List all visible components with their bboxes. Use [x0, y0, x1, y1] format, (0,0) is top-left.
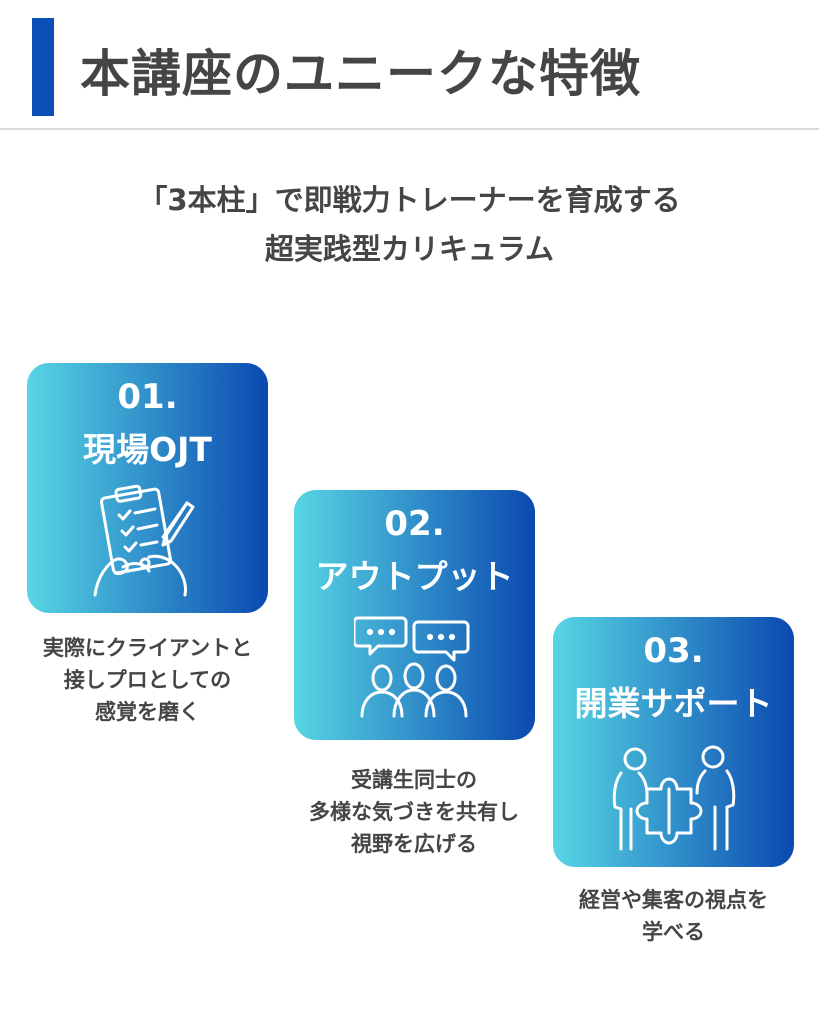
feature-title: 開業サポート: [574, 684, 773, 723]
description-line: 実際にクライアントと: [42, 636, 253, 660]
feature-number: 01.: [117, 377, 178, 417]
feature-title: アウトプット: [315, 557, 514, 596]
clipboard-checklist-icon: [93, 484, 195, 597]
feature-description-business-support: 経営や集客の視点を 学べる: [553, 884, 794, 948]
header-divider: [0, 128, 819, 130]
description-line: 接しプロとしての: [63, 668, 232, 692]
puzzle-teamwork-icon: [612, 745, 736, 851]
page-title: 本講座のユニークな特徴: [80, 45, 641, 103]
feature-description-output: 受講生同士の 多様な気づきを共有し 視野を広げる: [286, 764, 542, 860]
description-line: 受講生同士の: [351, 768, 477, 792]
subtitle-line-1: 「3本柱」で即戦力トレーナーを育成する: [138, 183, 681, 217]
description-line: 多様な気づきを共有し: [309, 800, 519, 824]
feature-description-ojt: 実際にクライアントと 接しプロとしての 感覚を磨く: [27, 632, 268, 728]
description-line: 経営や集客の視点を: [579, 888, 768, 912]
description-line: 視野を広げる: [351, 832, 477, 856]
feature-title: 現場OJT: [83, 430, 212, 469]
feature-card-ojt: 01. 現場OJT: [27, 363, 268, 613]
feature-number: 02.: [384, 504, 445, 544]
feature-number: 03.: [643, 631, 704, 671]
feature-card-business-support: 03. 開業サポート: [553, 617, 794, 867]
description-line: 感覚を磨く: [95, 700, 200, 724]
subtitle-line-2: 超実践型カリキュラム: [264, 232, 555, 266]
group-discussion-icon: [354, 616, 470, 718]
feature-card-output: 02. アウトプット: [294, 490, 535, 740]
description-line: 学べる: [642, 920, 705, 944]
title-accent-bar: [32, 18, 54, 116]
